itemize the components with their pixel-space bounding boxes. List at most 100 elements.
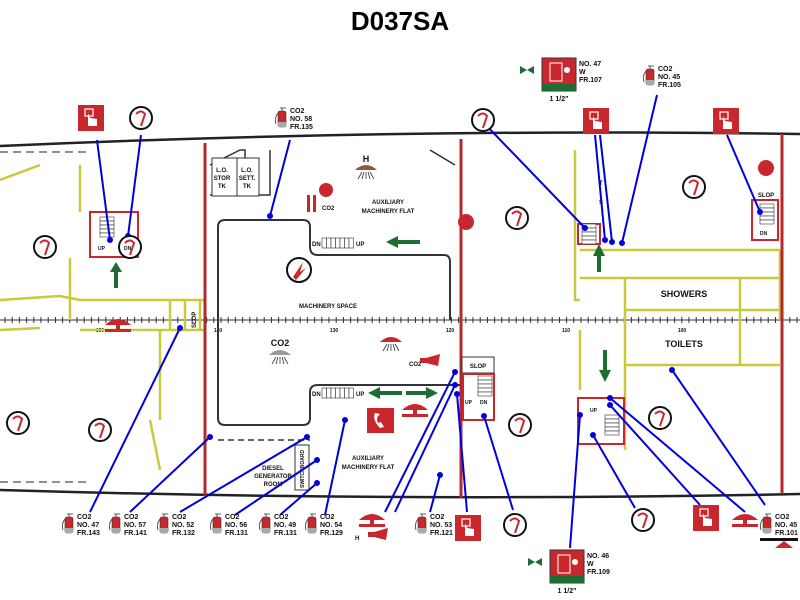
leader-line bbox=[127, 134, 142, 237]
leader-line bbox=[234, 459, 318, 516]
heat-detector-icon bbox=[88, 418, 112, 442]
leader-dot bbox=[607, 402, 613, 408]
telephone-icon bbox=[367, 408, 394, 433]
alarm-bell-icon bbox=[359, 514, 385, 527]
hull-bottom bbox=[0, 488, 800, 499]
extinguisher-frame: FR.105 bbox=[658, 82, 681, 89]
hose-reel-number: NO. 47 bbox=[579, 61, 601, 68]
leader-line bbox=[129, 436, 211, 513]
extinguisher-frame: FR.131 bbox=[274, 530, 297, 537]
leader-line bbox=[609, 404, 701, 506]
frame-number: 130 bbox=[330, 328, 339, 334]
extinguisher-number: NO. 52 bbox=[172, 522, 194, 529]
leader-dot bbox=[314, 480, 320, 486]
manual-call-point-icon bbox=[78, 105, 104, 131]
room-showers: SHOWERS bbox=[661, 289, 708, 299]
hose-reel-type: W bbox=[587, 561, 594, 568]
co2-nozzle-icon bbox=[269, 350, 291, 365]
extinguisher-frame: FR.121 bbox=[430, 530, 453, 537]
leader-dot bbox=[481, 413, 487, 419]
heat-detector-icon bbox=[503, 513, 527, 537]
mount-triangle-icon bbox=[775, 541, 793, 548]
extinguisher-frame: FR.129 bbox=[320, 530, 343, 537]
halon-label: H bbox=[363, 154, 370, 164]
leader-line bbox=[384, 371, 456, 513]
heat-detector-icon bbox=[682, 175, 706, 199]
heat-detector-icon bbox=[129, 106, 153, 130]
leader-line bbox=[456, 393, 468, 513]
stair-label: DN bbox=[480, 400, 488, 406]
leader-line bbox=[609, 397, 746, 513]
horn-co2-label: CO2 bbox=[409, 362, 422, 368]
leader-line bbox=[483, 415, 514, 511]
hose-reel-size: 1 1/2" bbox=[558, 588, 577, 595]
leader-dot bbox=[602, 237, 608, 243]
flame-icon bbox=[293, 262, 306, 280]
t-mark: T bbox=[599, 181, 603, 187]
escape-arrows bbox=[110, 236, 611, 399]
valve-icon bbox=[520, 66, 534, 74]
hose-reel-number: NO. 46 bbox=[587, 553, 609, 560]
leader-line bbox=[592, 434, 636, 509]
leader-line bbox=[179, 436, 308, 513]
leader-dot bbox=[590, 432, 596, 438]
slop-label-lower: SLOP bbox=[470, 364, 486, 370]
extinguisher-frame: FR.143 bbox=[77, 530, 100, 537]
extinguisher-agent: CO2 bbox=[775, 514, 790, 521]
stairs bbox=[89, 199, 779, 445]
leader-dot bbox=[577, 412, 583, 418]
stair-right-lower bbox=[577, 397, 625, 445]
frame-ticks bbox=[4, 317, 798, 323]
horn-halon-label: H bbox=[355, 536, 359, 542]
stair-slop-upper bbox=[751, 199, 779, 241]
slop-label-upper: SLOP bbox=[758, 193, 774, 199]
leader-dot bbox=[452, 369, 458, 375]
machinery-space-outline bbox=[217, 219, 460, 426]
extinguisher-agent: CO2 bbox=[124, 514, 139, 521]
leader-dot bbox=[452, 382, 458, 388]
alarm-bell-icon bbox=[105, 319, 131, 332]
slop-label-left: SLOP bbox=[192, 312, 198, 328]
switchboard-box bbox=[294, 444, 310, 491]
leader-line bbox=[269, 139, 291, 217]
extinguisher-agent: CO2 bbox=[430, 514, 445, 521]
leader-dot bbox=[582, 225, 588, 231]
heat-detector-icon bbox=[471, 108, 495, 132]
manual-call-point-icon bbox=[693, 505, 719, 531]
heat-detector-icon bbox=[505, 206, 529, 230]
hose-reel-frame: FR.107 bbox=[579, 77, 602, 84]
leader-dot bbox=[454, 391, 460, 397]
leader-line bbox=[96, 139, 111, 241]
stair-label: UP bbox=[590, 408, 598, 414]
extinguisher-number: NO. 56 bbox=[225, 522, 247, 529]
ladder-up: UP bbox=[356, 242, 364, 248]
heat-detector-icon bbox=[508, 413, 532, 437]
leader-lines bbox=[89, 94, 766, 549]
leader-line bbox=[89, 327, 181, 513]
frame-number: 120 bbox=[446, 328, 455, 334]
heat-detector-icon bbox=[631, 508, 655, 532]
stair-label: DN bbox=[124, 246, 132, 252]
leader-line bbox=[726, 134, 761, 213]
extinguisher-agent: CO2 bbox=[274, 514, 289, 521]
extinguisher-frame: FR.141 bbox=[124, 530, 147, 537]
stair-label: DN bbox=[760, 231, 768, 237]
room-toilets: TOILETS bbox=[665, 339, 703, 349]
manual-call-point-icon bbox=[713, 108, 739, 134]
leader-dot bbox=[177, 325, 183, 331]
leader-dot bbox=[609, 239, 615, 245]
extinguisher-agent: CO2 bbox=[658, 66, 673, 73]
cabin-walls bbox=[0, 150, 782, 471]
